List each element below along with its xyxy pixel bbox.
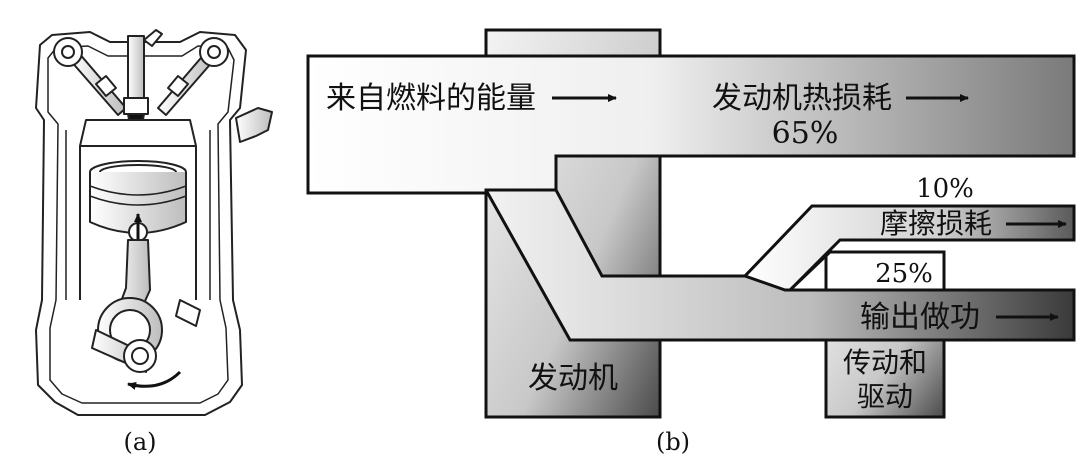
output-label: 输出做功 [860, 300, 980, 335]
drive-label-line2: 驱动 [857, 380, 913, 413]
heat-loss-label: 发动机热损耗 [712, 81, 892, 116]
drive-label-line1: 传动和 [843, 346, 927, 379]
piston [89, 160, 187, 242]
exhaust-valve [157, 37, 229, 116]
engine-illustration [35, 29, 273, 416]
friction-label: 摩擦损耗 [880, 207, 992, 240]
heat-loss-percent: 65% [772, 116, 839, 151]
engine-label: 发动机 [528, 361, 618, 396]
caption-b: (b) [656, 428, 690, 456]
output-percent: 25% [875, 259, 933, 289]
energy-flow-diagram [306, 28, 1076, 419]
rotation-arrow [127, 370, 182, 390]
combustion-chamber [79, 119, 197, 147]
crankshaft [91, 297, 201, 373]
fuel-energy-label: 来自燃料的能量 [326, 81, 536, 116]
friction-flow [742, 204, 1076, 292]
fuel-energy-flow [306, 54, 1076, 195]
intake-valve [53, 37, 127, 116]
friction-percent: 10% [916, 174, 974, 204]
exhaust-pipe [235, 107, 273, 143]
output-percent-box [824, 250, 946, 292]
caption-a: (a) [123, 428, 156, 456]
